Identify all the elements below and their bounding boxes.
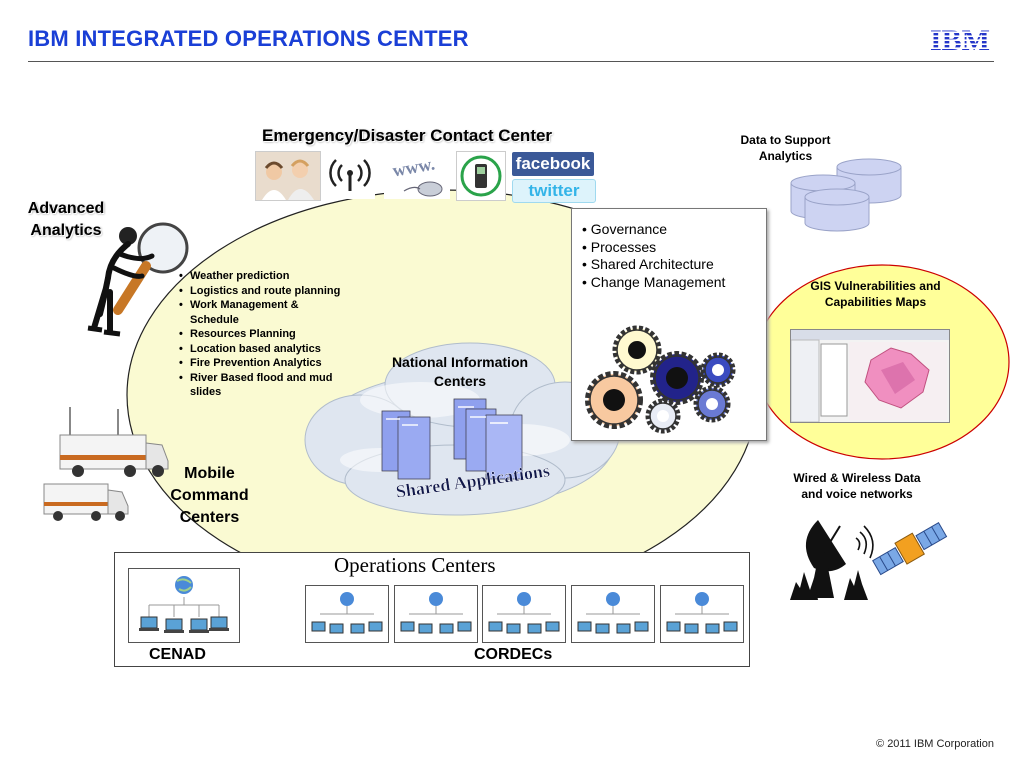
cordec-network-icon — [305, 585, 389, 643]
analytics-item: Location based analytics — [165, 342, 350, 357]
cordec-network-icon — [482, 585, 566, 643]
cordecs-label: CORDECs — [474, 646, 553, 663]
governance-list: Governance Processes Shared Architecture… — [582, 221, 766, 291]
governance-item: Change Management — [582, 274, 766, 292]
call-center-agents-icon — [255, 151, 321, 201]
governance-item: Shared Architecture — [582, 256, 766, 274]
governance-item: Processes — [582, 239, 766, 257]
www-mouse-icon: www. — [384, 151, 450, 199]
analytics-item: Weather prediction — [165, 269, 350, 284]
title-divider — [28, 61, 994, 62]
data-support-label: Data to Support Analytics — [740, 133, 831, 163]
governance-item: Governance — [582, 221, 766, 239]
server-stack-icon — [381, 398, 523, 480]
cordec-network-icon — [394, 585, 478, 643]
analytics-item: Resources Planning — [165, 327, 350, 342]
wired-wireless-label: Wired & Wireless Data and voice networks — [793, 471, 921, 501]
ibm-logo-text: IBM — [930, 25, 990, 53]
cenad-label: CENAD — [149, 646, 206, 663]
nic-label: National Information Centers — [391, 354, 529, 389]
wireless-signal-icon — [325, 151, 375, 199]
shared-applications-text: Shared Applications — [395, 460, 551, 500]
mobile-phone-icon — [456, 151, 506, 201]
satellite-icon — [872, 522, 948, 576]
analytics-item: Work Management & Schedule — [165, 298, 350, 327]
cordec-network-icon — [571, 585, 655, 643]
page-title: IBM INTEGRATED OPERATIONS CENTER — [28, 26, 469, 51]
twitter-logo: twitter — [512, 179, 596, 203]
analytics-item: Logistics and route planning — [165, 284, 350, 299]
ibm-logo: IBM — [930, 25, 990, 53]
mobile-truck-icon — [42, 470, 132, 528]
copyright-text: © 2011 IBM Corporation — [876, 738, 994, 750]
analytics-list: Weather prediction Logistics and route p… — [165, 269, 350, 400]
analytics-item: Fire Prevention Analytics — [165, 356, 350, 371]
gears-icon — [585, 325, 736, 434]
satellite-dish-icon — [790, 520, 874, 600]
operations-centers-title: Operations Centers — [334, 553, 496, 577]
mobile-command-label: Mobile Command Centers — [170, 465, 249, 526]
analytics-item: River Based flood and mud slides — [165, 371, 350, 400]
gis-label: GIS Vulnerabilities and Capabilities Map… — [810, 279, 941, 309]
facebook-logo: facebook — [512, 152, 594, 176]
gis-map-screenshot — [790, 329, 950, 423]
database-icon — [790, 158, 902, 232]
cordec-network-icon — [660, 585, 744, 643]
cenad-network-icon — [128, 568, 240, 643]
svg-text:www.: www. — [391, 153, 436, 180]
advanced-analytics-label: Advanced Analytics — [27, 200, 105, 239]
magnifying-glass-figure-icon — [87, 222, 189, 337]
emergency-contact-center-title: Emergency/Disaster Contact Center — [262, 126, 553, 145]
mobile-truck-icon — [58, 405, 170, 483]
shared-applications-banner: Shared Applications — [395, 460, 551, 500]
